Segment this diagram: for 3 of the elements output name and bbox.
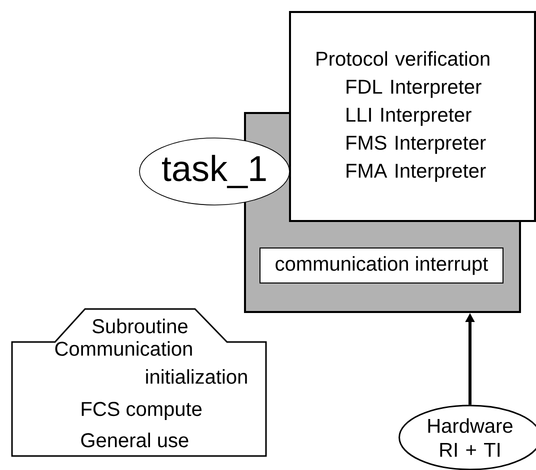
tab-shaped-box: Subroutine Communication initialization FCS compute General use: [11, 308, 267, 457]
interrupt-box: communication interrupt: [260, 247, 504, 284]
text-panel: Protocol verification FDL Interpreter LLI Interpreter FMS Interpreter FMA Interpreter: [289, 11, 536, 222]
